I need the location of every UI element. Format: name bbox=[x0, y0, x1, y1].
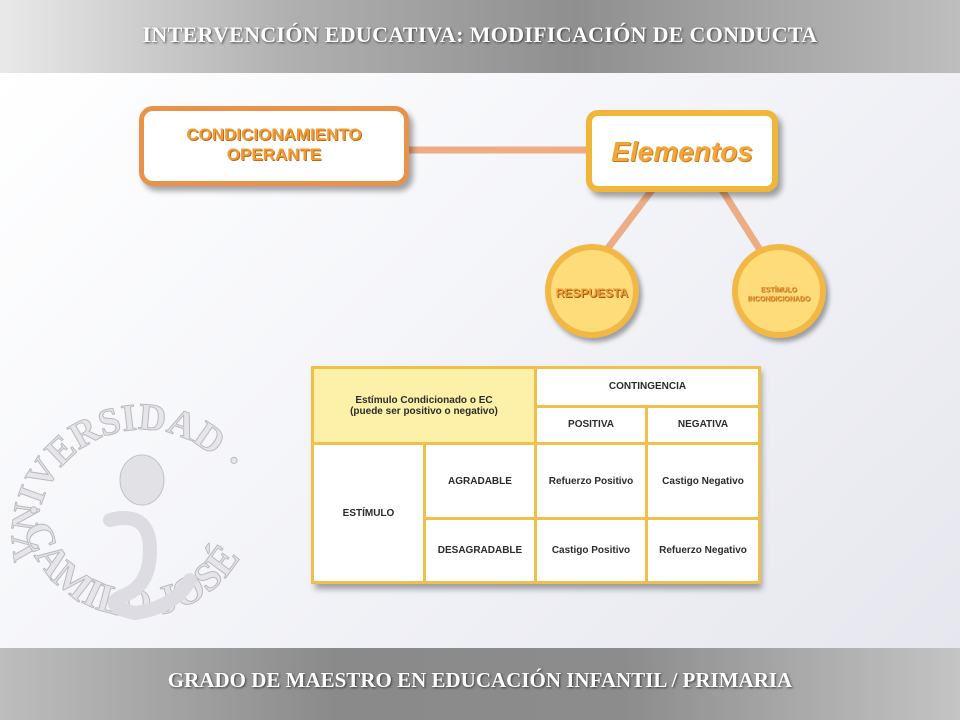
contingency-table-wrap: Estímulo Condicionado o EC (puede ser po… bbox=[311, 365, 762, 584]
ec-header-line1: Estímulo Condicionado o EC bbox=[355, 394, 493, 406]
footer-title: GRADO DE MAESTRO EN EDUCACIÓN INFANTIL /… bbox=[167, 668, 793, 692]
refuerzo-negativo-cell: Refuerzo Negativo bbox=[644, 517, 762, 584]
refuerzo-positivo-cell: Refuerzo Positivo bbox=[534, 442, 648, 521]
agradable-cell: AGRADABLE bbox=[423, 442, 537, 521]
positiva-header: POSITIVA bbox=[534, 404, 648, 446]
elementos-label: Elementos bbox=[611, 136, 753, 167]
footer-bar bbox=[0, 648, 960, 720]
main-box-line2: OPERANTE bbox=[226, 145, 322, 164]
ec-header-line2: (puede ser positivo o negativo) bbox=[350, 405, 498, 417]
estimulo-row-header: ESTÍMULO bbox=[311, 442, 426, 584]
respuesta-circle: RESPUESTA bbox=[545, 244, 639, 338]
castigo-positivo-cell: Castigo Positivo bbox=[534, 517, 648, 584]
elementos-box: Elementos bbox=[586, 110, 778, 192]
slide-title: INTERVENCIÓN EDUCATIVA: MODIFICACIÓN DE … bbox=[142, 22, 818, 47]
main-box-line1: CONDICIONAMIENTO bbox=[186, 125, 362, 144]
contingency-table: Estímulo Condicionado o EC (puede ser po… bbox=[311, 365, 762, 584]
estimulo-label-line2: INCONDICIONADO bbox=[747, 296, 811, 303]
negativa-header: NEGATIVA bbox=[644, 404, 762, 446]
ec-header-cell: Estímulo Condicionado o EC (puede ser po… bbox=[311, 365, 537, 446]
header-bar bbox=[0, 0, 960, 73]
respuesta-label: RESPUESTA bbox=[555, 286, 629, 300]
estimulo-incondicionado-circle: ESTÍMULO INCONDICIONADO bbox=[732, 244, 826, 338]
condicionamiento-operante-box: CONDICIONAMIENTO OPERANTE bbox=[139, 106, 409, 186]
estimulo-label-line1: ESTÍMULO bbox=[760, 287, 798, 294]
university-logo-watermark: VNIVERSIDAD · · CAMILO JOSÉ CELA · bbox=[0, 385, 254, 626]
castigo-negativo-cell: Castigo Negativo bbox=[644, 442, 762, 521]
contingencia-header: CONTINGENCIA bbox=[533, 366, 762, 408]
desagradable-cell: DESAGRADABLE bbox=[423, 517, 537, 584]
